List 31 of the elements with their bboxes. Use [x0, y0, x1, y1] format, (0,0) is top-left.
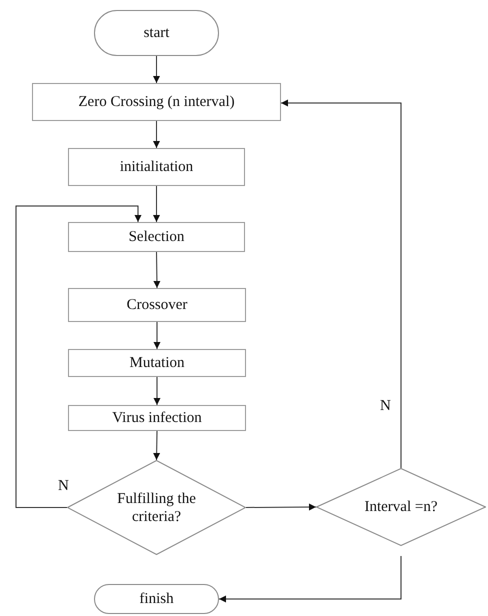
decision-diamond [316, 468, 486, 546]
node-label: Fulfilling the criteria? [116, 490, 197, 526]
node-label: Selection [128, 228, 184, 246]
process-box [68, 222, 245, 252]
terminal-box [94, 10, 219, 56]
arrow [153, 56, 160, 84]
process-box [68, 288, 246, 322]
decision-diamond [67, 460, 246, 555]
node-label: finish [139, 590, 174, 608]
arrow [16, 206, 142, 508]
terminal-box [94, 584, 219, 614]
arrow [153, 430, 160, 460]
node-label: Crossover [126, 296, 188, 314]
arrow [154, 376, 160, 406]
process-box [68, 148, 245, 186]
arrow [280, 100, 402, 468]
arrow [246, 504, 316, 511]
arrow [154, 322, 160, 350]
process-box [32, 83, 281, 121]
process-box [68, 405, 246, 431]
node-label: start [144, 24, 170, 42]
arrow [218, 556, 402, 602]
node-label: initialitation [120, 158, 194, 176]
node-label: Interval =n? [364, 498, 438, 516]
process-box [68, 349, 246, 377]
node-label: Virus infection [112, 409, 202, 427]
node-label: Mutation [130, 354, 184, 372]
arrow [153, 120, 160, 148]
arrow [153, 186, 160, 222]
arrow [153, 252, 160, 288]
node-label: Zero Crossing (n interval) [78, 93, 235, 111]
